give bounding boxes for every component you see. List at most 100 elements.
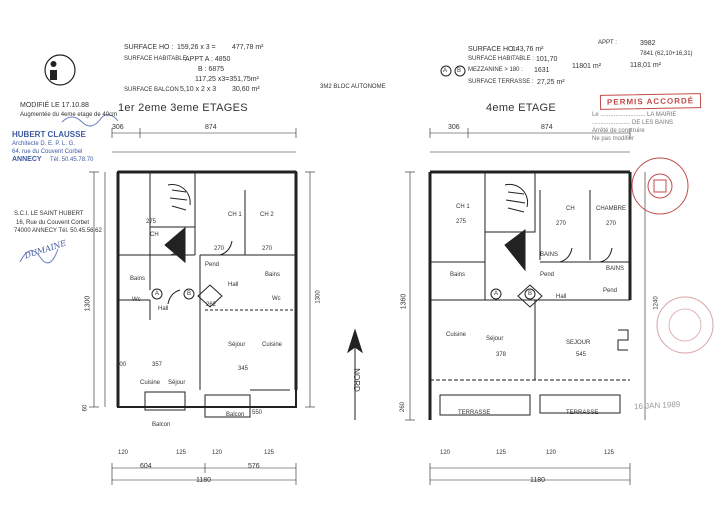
architect-tel: Tél. 50.45.78.70 [50, 157, 94, 163]
r-label-b: B [528, 291, 533, 297]
l-dim-total: 1180 [196, 477, 212, 484]
r-dim-top-left: 306 [448, 124, 460, 131]
l-room-hall-a: Hall [158, 306, 169, 312]
r-dim-side-c: 260 [400, 401, 407, 413]
l-dim-357: 357 [152, 362, 163, 368]
r-surface-ho-label: SURFACE HO : [468, 46, 518, 53]
l-dim-top-right: 874 [205, 124, 217, 131]
r-dim-125b: 125 [604, 450, 615, 456]
r-room-terrasse-b: TERRASSE [566, 410, 599, 416]
l-dim-bottom-b: 576 [248, 463, 260, 470]
r-room-terrasse-a: TERRASSE [458, 410, 491, 416]
r-room-ch-b: CH [566, 206, 575, 212]
r-terrasse-label: SURFACE TERRASSE : [468, 79, 534, 85]
l-dim-345: 345 [238, 366, 249, 372]
modif-line-2: Augmentée du 4eme etage de 40cm [20, 112, 118, 118]
l-dim-120b: 120 [212, 450, 223, 456]
l-dim-side-b: 60 [82, 404, 89, 412]
circled-a: A [443, 68, 448, 74]
r-room-bains-a: BAINS [540, 252, 559, 258]
l-room-wc-b: Wc [272, 296, 281, 302]
r-dim-125a: 125 [496, 450, 507, 456]
modif-line-1: MODIFIÉ LE 17.10.88 [20, 102, 89, 109]
l-label-b: B [187, 291, 192, 297]
sci-line-3: 74000 ANNECY Tél. 50.45.56.62 [14, 228, 102, 234]
l-room-pend: Pend [205, 262, 220, 268]
l-dim-550: 550 [252, 410, 263, 416]
l-dim-top-left: 306 [112, 124, 124, 131]
l-dim-side-right: 1300 [315, 290, 322, 304]
l-dim-side: 1300 [84, 295, 92, 312]
l-dim-200: 200 [116, 362, 127, 368]
r-mezzanine-value: 1631 [534, 67, 550, 74]
r-dim-378: 378 [496, 352, 507, 358]
r-room-ch-a: CH 1 [456, 204, 470, 210]
r-dim-270a: 270 [556, 221, 567, 227]
faint-seal [656, 296, 714, 354]
r-mezzanine-label: MEZZANINE > 180 : [468, 67, 523, 73]
r-appt-label: APPT : [598, 40, 617, 46]
l-room-bains-a: Bains [130, 276, 146, 282]
l-room-cuisine-b: Cuisine [140, 380, 161, 386]
l-room-sejour-a: Séjour [228, 342, 246, 348]
l-dim-120a: 120 [118, 450, 129, 456]
l-room-wc-a: Wc [132, 297, 141, 303]
l-dim-bottom-a: 604 [140, 463, 152, 470]
balcon-value: 5,10 x 2 x 3 [180, 86, 217, 93]
r-surface-hab-label: SURFACE HABITABLE : [468, 56, 534, 62]
r-surface-ho-value: 143,76 m² [512, 46, 544, 53]
r-dim-120a: 120 [440, 450, 451, 456]
logo-glyph: 4 [62, 57, 68, 68]
l-room-ch-a: CH [150, 232, 159, 238]
r-appt-value2: 7841 (62,10+16,31) [640, 51, 693, 57]
town-seal [631, 157, 689, 215]
l-dim-275a: 275 [146, 219, 157, 225]
r-dim-side: 1360 [400, 293, 408, 310]
north-label: NORD [351, 368, 361, 392]
l-dim-270a: 270 [214, 246, 225, 252]
l-dim-125b: 125 [264, 450, 275, 456]
r-terrasse-value: 27,25 m² [537, 79, 565, 86]
l-label-a: A [155, 291, 160, 297]
r-room-pend-a: Pend [540, 272, 555, 278]
r-dim-275: 275 [456, 219, 467, 225]
r-dim-270b: 270 [606, 221, 617, 227]
l-room-ch1: CH 1 [228, 212, 242, 218]
l-dim-125a: 125 [176, 450, 187, 456]
l-room-ch2: CH 2 [260, 212, 274, 218]
r-room-hall: Hall [556, 294, 567, 300]
surface-hab-label: SURFACE HABITABLE [124, 56, 187, 62]
permit-line-2: ....................... DE LES BAINS [592, 120, 674, 126]
r-label-a: A [494, 291, 499, 297]
l-dim-270b: 270 [262, 246, 273, 252]
r-dim-545: 545 [576, 352, 587, 358]
l-room-bains-b: Bains [265, 272, 281, 278]
surface-ho-total: 477,78 m² [232, 44, 264, 51]
sci-line-1: S.C.I. LE SAINT HUBERT [14, 211, 84, 217]
r-room-cuisine: Cuisine [446, 332, 467, 338]
r-dim-total: 1180 [530, 477, 546, 484]
r-mezz-total: 118,01 m² [630, 62, 661, 69]
appt-b: B : 6875 [198, 66, 225, 73]
architect-title: Architecte D. E. P. L. G. [12, 141, 75, 147]
north-arrow [347, 328, 363, 420]
right-plan-title: 4eme ETAGE [486, 102, 557, 114]
r-appt-value: 3982 [640, 40, 656, 47]
r-room-bains-c: Bains [450, 272, 466, 278]
left-plan-title: 1er 2eme 3eme ETAGES [118, 102, 248, 114]
surface-ho-label: SURFACE HO : [124, 44, 174, 51]
architect-name: HUBERT CLAUSSE [12, 130, 86, 139]
appt-a: APPT A : 4850 [185, 56, 231, 63]
l-dim-262: 262 [206, 302, 217, 308]
r-room-pend-b: Pend [603, 288, 618, 294]
r-room-sejour-a: Séjour [486, 336, 504, 342]
permit-line-4: Ne pas modifier [592, 136, 635, 142]
l-room-hall-b: Hall [228, 282, 239, 288]
l-room-sejour-b: Séjour [168, 380, 186, 386]
r-room-ch-c: CHAMBRE [596, 206, 627, 212]
r-room-bains-b: BAINS [606, 266, 625, 272]
permit-line-1: Le ........................... LA MAIRIE [592, 112, 677, 118]
left-plan-walls [116, 170, 298, 418]
surface-balcon-label: SURFACE BALCON [124, 87, 179, 93]
r-side-value: 11801 m² [572, 63, 602, 70]
